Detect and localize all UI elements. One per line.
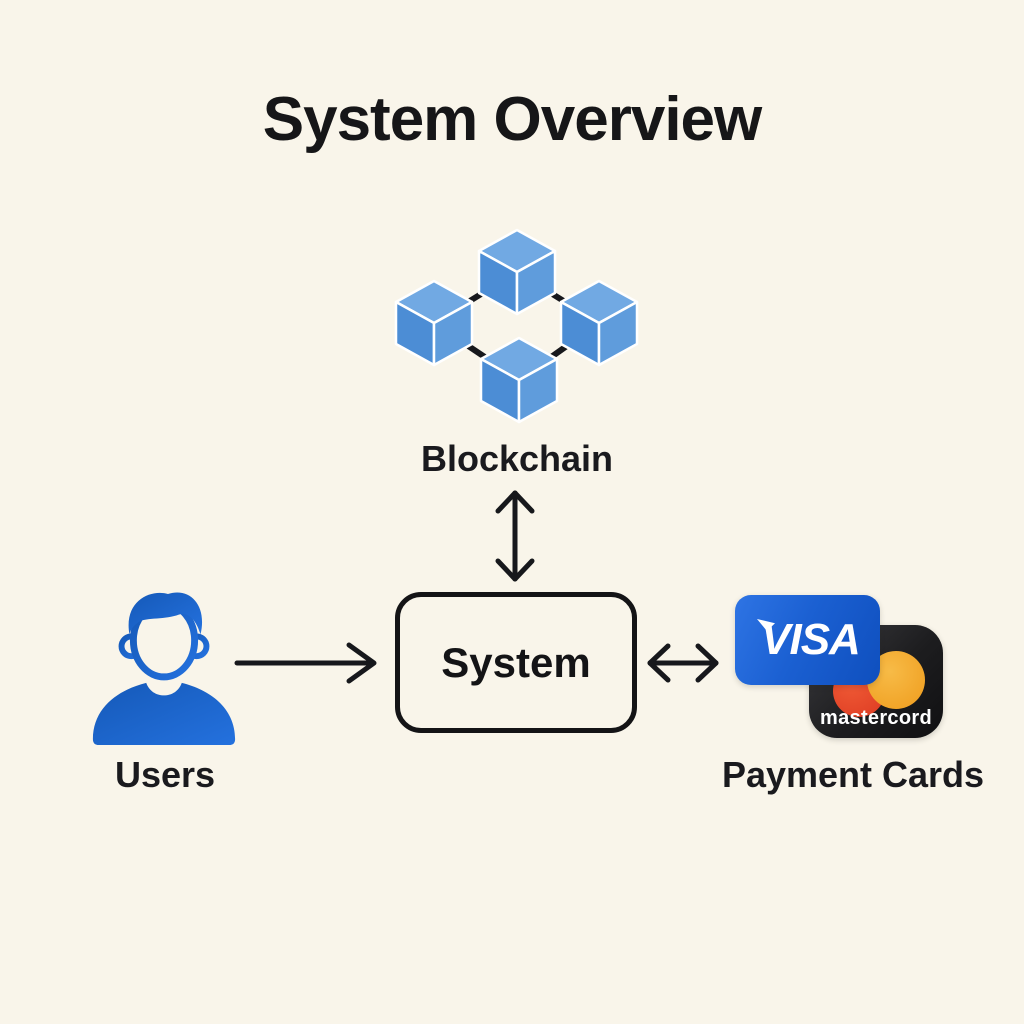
blockchain-node-label: Blockchain (420, 438, 614, 479)
cube-top (477, 228, 557, 316)
cube-left (394, 279, 474, 367)
payment-cards-node-label: Payment Cards (721, 754, 985, 795)
blockchain-cubes-icon (394, 228, 639, 424)
visa-card: VISA (735, 595, 880, 685)
cube-right (559, 279, 639, 367)
arrow-system-cards-two-way (647, 643, 719, 683)
visa-wordmark: VISA (761, 615, 861, 664)
mastercard-wordmark: mastercord (820, 707, 932, 729)
system-node: System (395, 592, 637, 733)
page-title: System Overview (262, 85, 763, 154)
arrow-system-blockchain-two-way (495, 490, 535, 582)
users-node-label: Users (114, 754, 216, 795)
system-node-label: System (441, 638, 591, 686)
arrow-users-system (234, 642, 377, 684)
person-icon (92, 592, 236, 746)
cube-bottom (479, 336, 559, 424)
